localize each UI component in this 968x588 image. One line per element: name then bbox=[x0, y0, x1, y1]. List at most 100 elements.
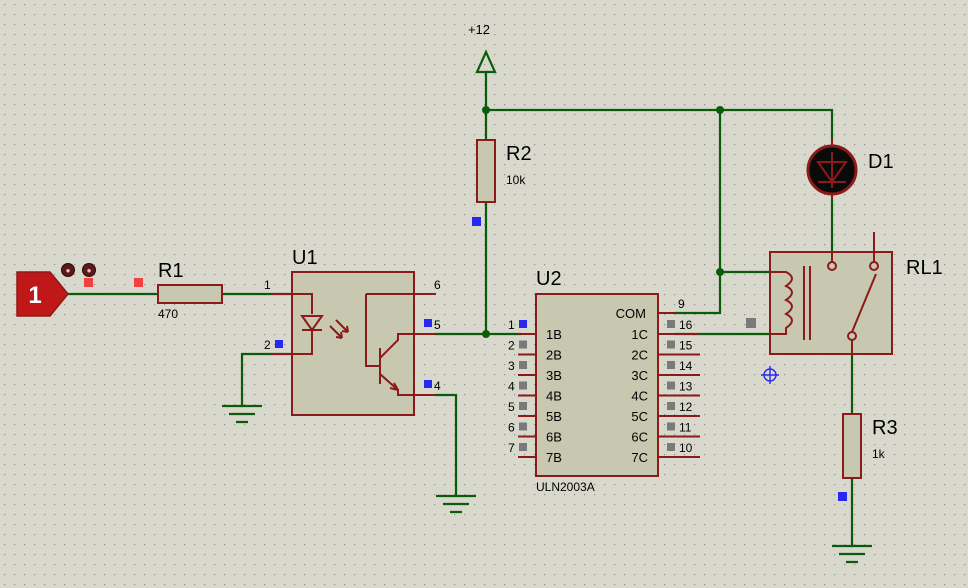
U1-pin5-marker bbox=[424, 319, 432, 327]
input-terminal[interactable]: 1 ● ● bbox=[16, 263, 96, 317]
power-arrow-icon bbox=[475, 49, 497, 74]
U2-output-label: 3C bbox=[631, 368, 648, 383]
resistor-R2[interactable]: R2 10k bbox=[472, 139, 532, 226]
U2-input-marker bbox=[519, 422, 527, 431]
terminal-label: 1 bbox=[28, 282, 41, 309]
RL1-contact-icon bbox=[827, 232, 879, 355]
wire-COM-to-supply[interactable] bbox=[674, 108, 722, 315]
U2-output-label: 7C bbox=[631, 450, 648, 465]
U2-input-marker bbox=[519, 402, 527, 410]
U2-input-pin-number: 4 bbox=[508, 380, 515, 394]
U1-pin6-number: 6 bbox=[434, 278, 441, 292]
U1-pin1-number: 1 bbox=[264, 278, 271, 292]
U2-output-pin-number: 11 bbox=[679, 421, 692, 435]
U2-part: ULN2003A bbox=[536, 480, 595, 494]
U2-output-marker bbox=[667, 422, 675, 431]
led-D1[interactable]: D1 bbox=[806, 140, 894, 200]
U2-output-pin-number: 13 bbox=[679, 380, 693, 394]
R3-name: R3 bbox=[872, 417, 898, 439]
U2-output-pin-number: 15 bbox=[679, 339, 693, 353]
junctions bbox=[482, 106, 724, 338]
U2-com-label: COM bbox=[616, 306, 646, 321]
resistor-R3[interactable]: R3 1k bbox=[838, 413, 898, 501]
R1-name: R1 bbox=[158, 260, 184, 282]
U2-input-label: 4B bbox=[546, 389, 562, 404]
U2-body bbox=[535, 293, 659, 477]
RL1-name: RL1 bbox=[906, 257, 943, 279]
U1-name: U1 bbox=[292, 247, 318, 269]
power-label: +12 bbox=[468, 22, 490, 37]
U2-input-label: 7B bbox=[546, 450, 562, 465]
ground-icon bbox=[832, 544, 872, 564]
U2-input-pin-number: 1 bbox=[508, 318, 515, 332]
junction-pin5-node bbox=[482, 330, 490, 338]
U2-input-marker bbox=[519, 320, 527, 328]
D1-name: D1 bbox=[868, 151, 894, 173]
U2-output-pin-number: 10 bbox=[679, 441, 693, 455]
U2-output-label: 1C bbox=[631, 327, 648, 342]
driver-U2[interactable]: U2 ULN2003A COM 9 11B22B33B44B55B66B77B1… bbox=[508, 268, 700, 494]
relay-RL1[interactable]: RL1 bbox=[746, 232, 943, 355]
U1-led-icon bbox=[292, 293, 349, 355]
ground-U1-pin2 bbox=[222, 404, 262, 424]
R1-state-marker bbox=[134, 278, 143, 287]
U2-com-pin-number: 9 bbox=[678, 297, 685, 311]
U2-input-marker bbox=[519, 340, 527, 349]
R1-body bbox=[157, 284, 223, 304]
U2-output-marker bbox=[667, 361, 675, 369]
optocoupler-U1[interactable]: U1 1 2 6 5 bbox=[264, 247, 441, 416]
U2-input-label: 3B bbox=[546, 368, 562, 383]
RL1-coil-marker bbox=[746, 318, 756, 328]
U2-input-pin-number: 3 bbox=[508, 359, 515, 373]
U2-input-pin-number: 7 bbox=[508, 441, 515, 455]
R3-value: 1k bbox=[872, 447, 886, 461]
terminal-state-marker bbox=[84, 278, 93, 287]
U1-transistor-icon bbox=[365, 293, 414, 396]
U2-output-marker bbox=[667, 320, 675, 328]
U2-input-label: 2B bbox=[546, 348, 562, 363]
U2-output-label: 5C bbox=[631, 409, 648, 424]
U2-input-pin-number: 2 bbox=[508, 339, 515, 353]
R3-body bbox=[842, 413, 862, 479]
ground-icon bbox=[222, 404, 262, 424]
U1-pin2-marker bbox=[275, 340, 283, 348]
ground-U1-pin4 bbox=[436, 494, 476, 514]
terminal-flag-icon bbox=[16, 271, 69, 317]
U2-output-label: 2C bbox=[631, 348, 648, 363]
U2-output-marker bbox=[667, 340, 675, 349]
ground-icon bbox=[436, 494, 476, 514]
R3-state-marker bbox=[838, 492, 847, 501]
U2-name: U2 bbox=[536, 268, 562, 290]
U1-pin5-number: 5 bbox=[434, 318, 441, 332]
R2-name: R2 bbox=[506, 143, 532, 165]
wire-supply-bus[interactable] bbox=[484, 108, 834, 142]
U2-output-label: 4C bbox=[631, 389, 648, 404]
R1-value: 470 bbox=[158, 307, 178, 321]
U2-output-marker bbox=[667, 402, 675, 410]
svg-text:●: ● bbox=[66, 266, 71, 275]
U2-input-label: 5B bbox=[546, 409, 562, 424]
ground-R3 bbox=[832, 544, 872, 564]
R2-state-marker bbox=[472, 217, 481, 226]
U2-input-marker bbox=[519, 361, 527, 369]
junction-supply-right bbox=[716, 106, 724, 114]
U2-output-marker bbox=[667, 381, 675, 390]
U2-output-pin-number: 12 bbox=[679, 400, 693, 414]
U1-pin4-marker bbox=[424, 380, 432, 388]
U2-input-pin-number: 5 bbox=[508, 400, 515, 414]
U2-input-label: 6B bbox=[546, 430, 562, 445]
probe-icons: ● ● bbox=[61, 263, 96, 277]
R2-body bbox=[476, 139, 496, 203]
wire-U1-pin4-to-ground[interactable] bbox=[434, 393, 458, 498]
U2-output-pin-number: 16 bbox=[679, 318, 693, 332]
svg-text:●: ● bbox=[87, 266, 92, 275]
power-terminal[interactable]: +12 bbox=[468, 22, 497, 74]
crosshair-icon bbox=[761, 366, 779, 384]
U1-pin2-number: 2 bbox=[264, 338, 271, 352]
U2-output-pin-number: 14 bbox=[679, 359, 693, 373]
junction-coil bbox=[716, 268, 724, 276]
D1-diode-icon bbox=[816, 152, 848, 188]
U2-input-marker bbox=[519, 381, 527, 390]
resistor-R1[interactable]: R1 470 bbox=[134, 260, 223, 321]
